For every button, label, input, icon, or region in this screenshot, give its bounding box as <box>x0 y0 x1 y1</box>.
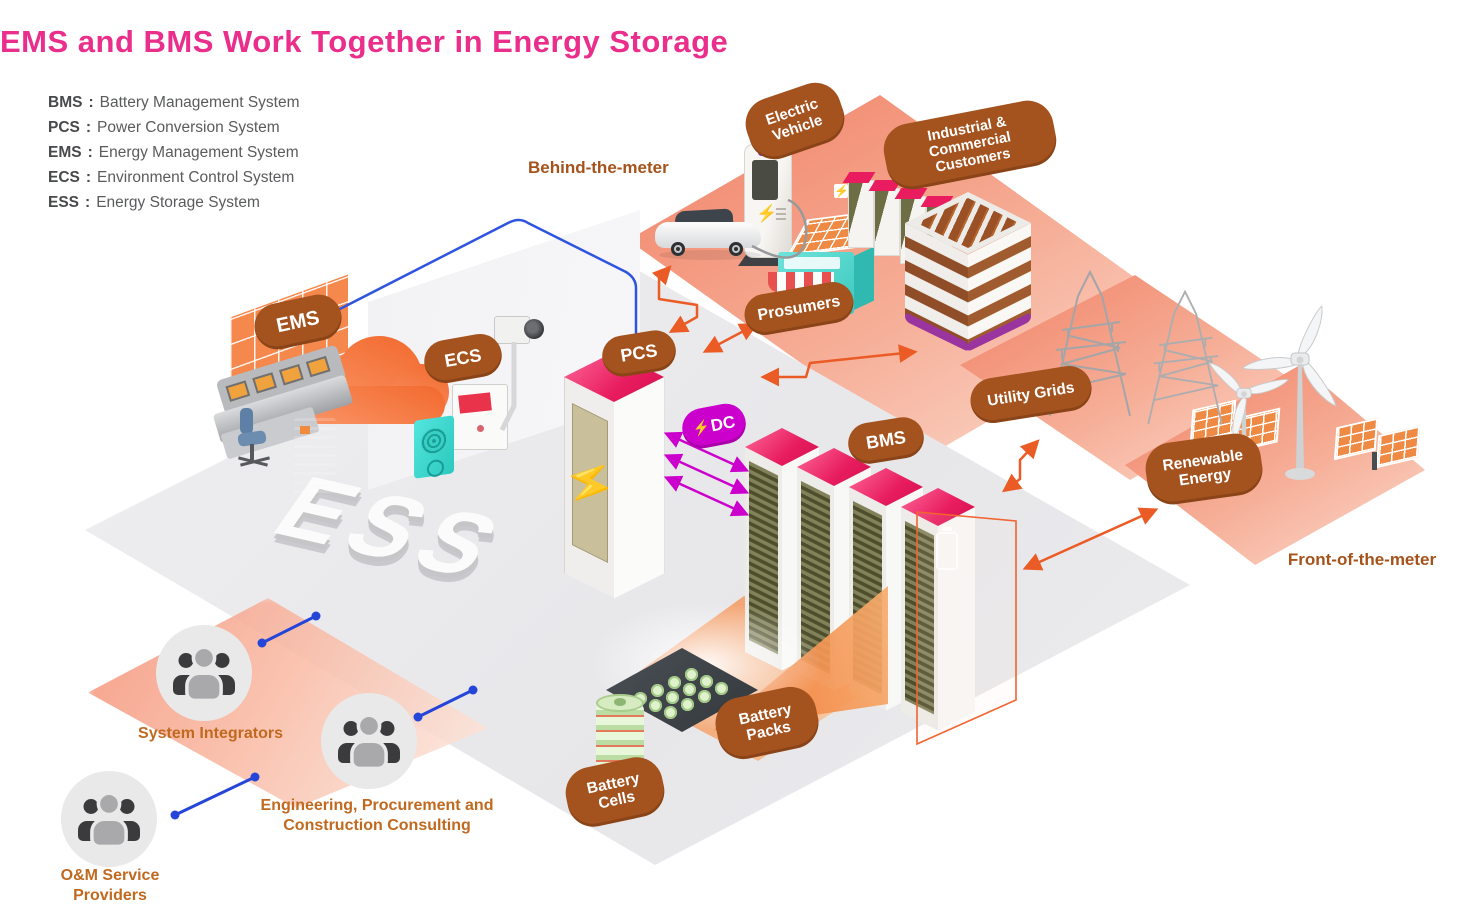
legend-separator: : <box>88 94 94 111</box>
console-screen <box>279 364 304 386</box>
legend-abbr: ESS <box>48 194 80 211</box>
team-icon <box>78 797 140 845</box>
service-system-integrators-label: System Integrators <box>138 725 283 742</box>
person-icon <box>353 717 385 769</box>
ecs-control-panel <box>452 384 508 450</box>
team-icon <box>173 651 235 699</box>
pack-cell <box>651 684 664 697</box>
solar-panel <box>1375 425 1421 469</box>
team-icon <box>338 719 400 767</box>
panel-screen <box>458 392 492 414</box>
service-epc-consulting-label: Engineering, Procurement and Constructio… <box>260 797 494 834</box>
charger-vent <box>776 208 786 222</box>
ecs-camera-icon <box>494 314 550 346</box>
cell-terminal <box>614 698 626 706</box>
lightning-icon: ⚡ <box>834 184 849 198</box>
commercial-building <box>905 192 1037 353</box>
lightning-icon: ⚡ <box>691 418 712 438</box>
battery-rack <box>745 428 819 678</box>
ev-car <box>655 204 767 266</box>
service-om-providers <box>61 771 157 867</box>
legend-row: EMS: Energy Management System <box>48 140 300 165</box>
legend-name: Energy Storage System <box>96 194 260 211</box>
pcs-cabinet: ⚡ <box>563 350 665 600</box>
legend-abbr: ECS <box>48 169 80 186</box>
camera-lens <box>524 319 544 339</box>
legend-row: ESS: Energy Storage System <box>48 190 300 215</box>
car-shadow <box>659 250 761 260</box>
lightning-icon: ⚡ <box>562 445 618 522</box>
battery-rack <box>849 468 923 718</box>
legend-name: Battery Management System <box>99 94 300 111</box>
rack-louver <box>905 521 934 715</box>
service-system-integrators <box>156 625 252 721</box>
dc-label: DC <box>709 412 737 436</box>
server-light <box>300 426 310 434</box>
pack-cell <box>698 690 711 703</box>
legend: BMS:Battery Management System PCS:Power … <box>48 90 300 215</box>
legend-abbr: EMS <box>48 144 82 161</box>
front-meter-label: Front-of-the-meter <box>1287 550 1437 569</box>
rack-face <box>901 507 938 731</box>
legend-separator: : <box>85 169 92 186</box>
behind-meter-label: Behind-the-meter <box>528 158 669 177</box>
legend-name: Environment Control System <box>97 169 295 186</box>
panel-led <box>477 425 484 432</box>
pack-cell <box>681 698 694 711</box>
solar-array <box>1333 417 1426 480</box>
page-title: EMS and BMS Work Together in Energy Stor… <box>0 24 729 59</box>
rack-battery-icon <box>936 527 958 570</box>
pack-cell <box>715 682 728 695</box>
pcs-panel: ⚡ <box>563 403 617 564</box>
legend-abbr: BMS <box>48 94 83 111</box>
pack-cell <box>649 699 662 712</box>
shop-sign <box>784 257 840 269</box>
pcs-face-right <box>614 377 665 599</box>
legend-separator: : <box>85 119 92 136</box>
console-screen <box>305 355 331 378</box>
charger-screen <box>752 160 778 200</box>
chair-back <box>240 408 253 434</box>
console-screen <box>225 380 251 402</box>
pack-cell <box>668 676 681 689</box>
service-epc-consulting <box>321 693 417 789</box>
legend-name: Energy Management System <box>98 144 299 161</box>
legend-name: Power Conversion System <box>97 119 280 136</box>
person-icon <box>93 795 125 847</box>
car-wheel <box>671 242 685 256</box>
pack-cell <box>683 683 696 696</box>
shed <box>848 180 874 248</box>
pack-cell <box>700 675 713 688</box>
hvac-fan <box>421 426 447 456</box>
legend-row: PCS: Power Conversion System <box>48 115 300 140</box>
battery-cap <box>942 527 952 531</box>
person-icon <box>188 649 220 701</box>
pack-cell <box>685 668 698 681</box>
battery-rack <box>901 488 975 738</box>
pack-cell <box>664 706 677 719</box>
console-screen <box>252 372 278 394</box>
legend-separator: : <box>87 144 93 161</box>
pack-cell <box>666 691 679 704</box>
car-wheel <box>729 242 743 256</box>
chair-pole <box>250 444 254 460</box>
legend-separator: : <box>85 194 91 211</box>
pcs-face-left: ⚡ <box>563 377 617 599</box>
server-cabinet <box>294 418 336 498</box>
solar-stand <box>1372 452 1377 470</box>
legend-row: BMS: Battery Management System <box>48 90 300 115</box>
legend-row: ECS: Environment Control System <box>48 165 300 190</box>
ems-control-console <box>212 344 372 500</box>
car-body <box>655 222 761 248</box>
legend-abbr: PCS <box>48 119 80 136</box>
ecs-hvac-unit <box>414 415 454 479</box>
service-om-providers-label: O&M Service Providers <box>60 867 160 904</box>
